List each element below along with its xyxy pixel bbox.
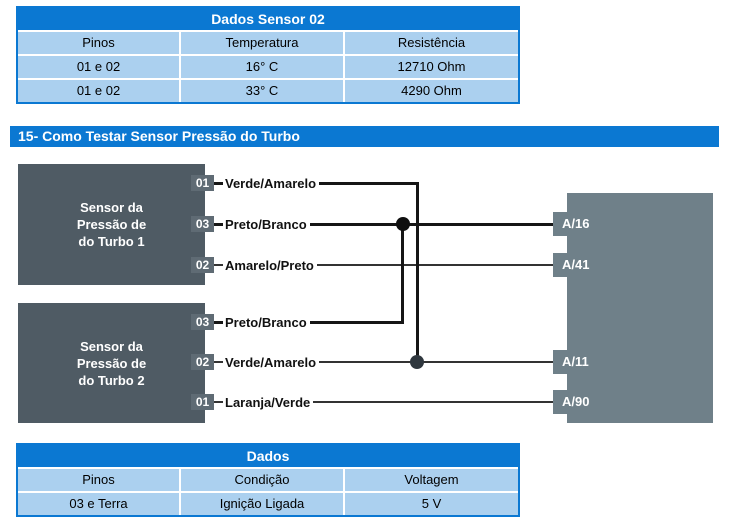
wire-segment	[309, 320, 404, 324]
table-cell: 12710 Ohm	[345, 56, 518, 78]
sensor1-pin-02: 02	[191, 257, 214, 273]
sensor-table-header-pinos: Pinos	[18, 32, 179, 54]
junction-dot	[396, 217, 410, 231]
wire-segment	[319, 361, 555, 363]
wire-amarelo-preto: Amarelo/Preto	[214, 256, 555, 274]
wire-verde-amarelo-1: Verde/Amarelo	[214, 174, 419, 192]
wire-segment	[214, 320, 223, 324]
wire-segment	[316, 264, 555, 266]
wire-color-label: Laranja/Verde	[225, 394, 311, 410]
ecu-pin-a90: A/90	[553, 390, 611, 414]
sensor1-pin-01: 01	[191, 175, 214, 191]
wire-color-label: Verde/Amarelo	[225, 354, 317, 370]
wire-segment	[214, 222, 223, 226]
junction-dot	[410, 355, 424, 369]
sensor-table-header-resistencia: Resistência	[345, 32, 518, 54]
table-cell: 4290 Ohm	[345, 80, 518, 102]
sensor2-box: Sensor da Pressão de do Turbo 2	[18, 303, 205, 423]
wire-color-label: Preto/Branco	[225, 216, 307, 232]
wire-segment	[214, 401, 223, 403]
table-cell: 01 e 02	[18, 56, 179, 78]
wire-color-label: Verde/Amarelo	[225, 175, 317, 191]
sensor2-pin-03: 03	[191, 314, 214, 330]
table-cell: 03 e Terra	[18, 493, 179, 515]
table-cell: 33° C	[181, 80, 343, 102]
voltage-table-header-condicao: Condição	[181, 469, 343, 491]
section-title-bar: 15- Como Testar Sensor Pressão do Turbo	[10, 126, 719, 147]
voltage-table-header-row: Pinos Condição Voltagem	[18, 469, 518, 491]
voltage-table-header-pinos: Pinos	[18, 469, 179, 491]
voltage-table-title: Dados	[18, 445, 518, 467]
wire-vertical-link-b	[416, 182, 419, 364]
sensor2-pin-02: 02	[191, 354, 214, 370]
wire-segment	[214, 361, 223, 363]
wire-segment	[309, 222, 555, 226]
ecu-pin-a11: A/11	[553, 350, 611, 374]
wire-color-label: Preto/Branco	[225, 314, 307, 330]
sensor-table-header-temperatura: Temperatura	[181, 32, 343, 54]
table-cell: Ignição Ligada	[181, 493, 343, 515]
ecu-pin-a16: A/16	[553, 212, 611, 236]
sensor2-pin-01: 01	[191, 394, 214, 410]
sensor1-pin-03: 03	[191, 216, 214, 232]
table-row: 01 e 02 16° C 12710 Ohm	[18, 56, 518, 78]
sensor1-box: Sensor da Pressão de do Turbo 1	[18, 164, 205, 285]
wire-preto-branco-2: Preto/Branco	[214, 313, 404, 331]
voltage-table-header-voltagem: Voltagem	[345, 469, 518, 491]
wire-laranja-verde: Laranja/Verde	[214, 393, 555, 411]
wire-vertical-link-a	[401, 223, 404, 324]
table-cell: 16° C	[181, 56, 343, 78]
wire-segment	[313, 401, 555, 403]
table-cell: 01 e 02	[18, 80, 179, 102]
sensor-data-table: Dados Sensor 02 Pinos Temperatura Resist…	[16, 6, 520, 104]
wire-segment	[214, 181, 223, 185]
ecu-pin-a41: A/41	[553, 253, 611, 277]
wire-preto-branco-1: Preto/Branco	[214, 215, 555, 233]
wire-segment	[214, 264, 223, 266]
wire-segment	[319, 181, 419, 185]
sensor-table-header-row: Pinos Temperatura Resistência	[18, 32, 518, 54]
wire-verde-amarelo-2: Verde/Amarelo	[214, 353, 555, 371]
voltage-data-table: Dados Pinos Condição Voltagem 03 e Terra…	[16, 443, 520, 517]
table-row: 01 e 02 33° C 4290 Ohm	[18, 80, 518, 102]
table-row: 03 e Terra Ignição Ligada 5 V	[18, 493, 518, 515]
sensor-table-title: Dados Sensor 02	[18, 8, 518, 30]
wire-color-label: Amarelo/Preto	[225, 257, 314, 273]
table-cell: 5 V	[345, 493, 518, 515]
